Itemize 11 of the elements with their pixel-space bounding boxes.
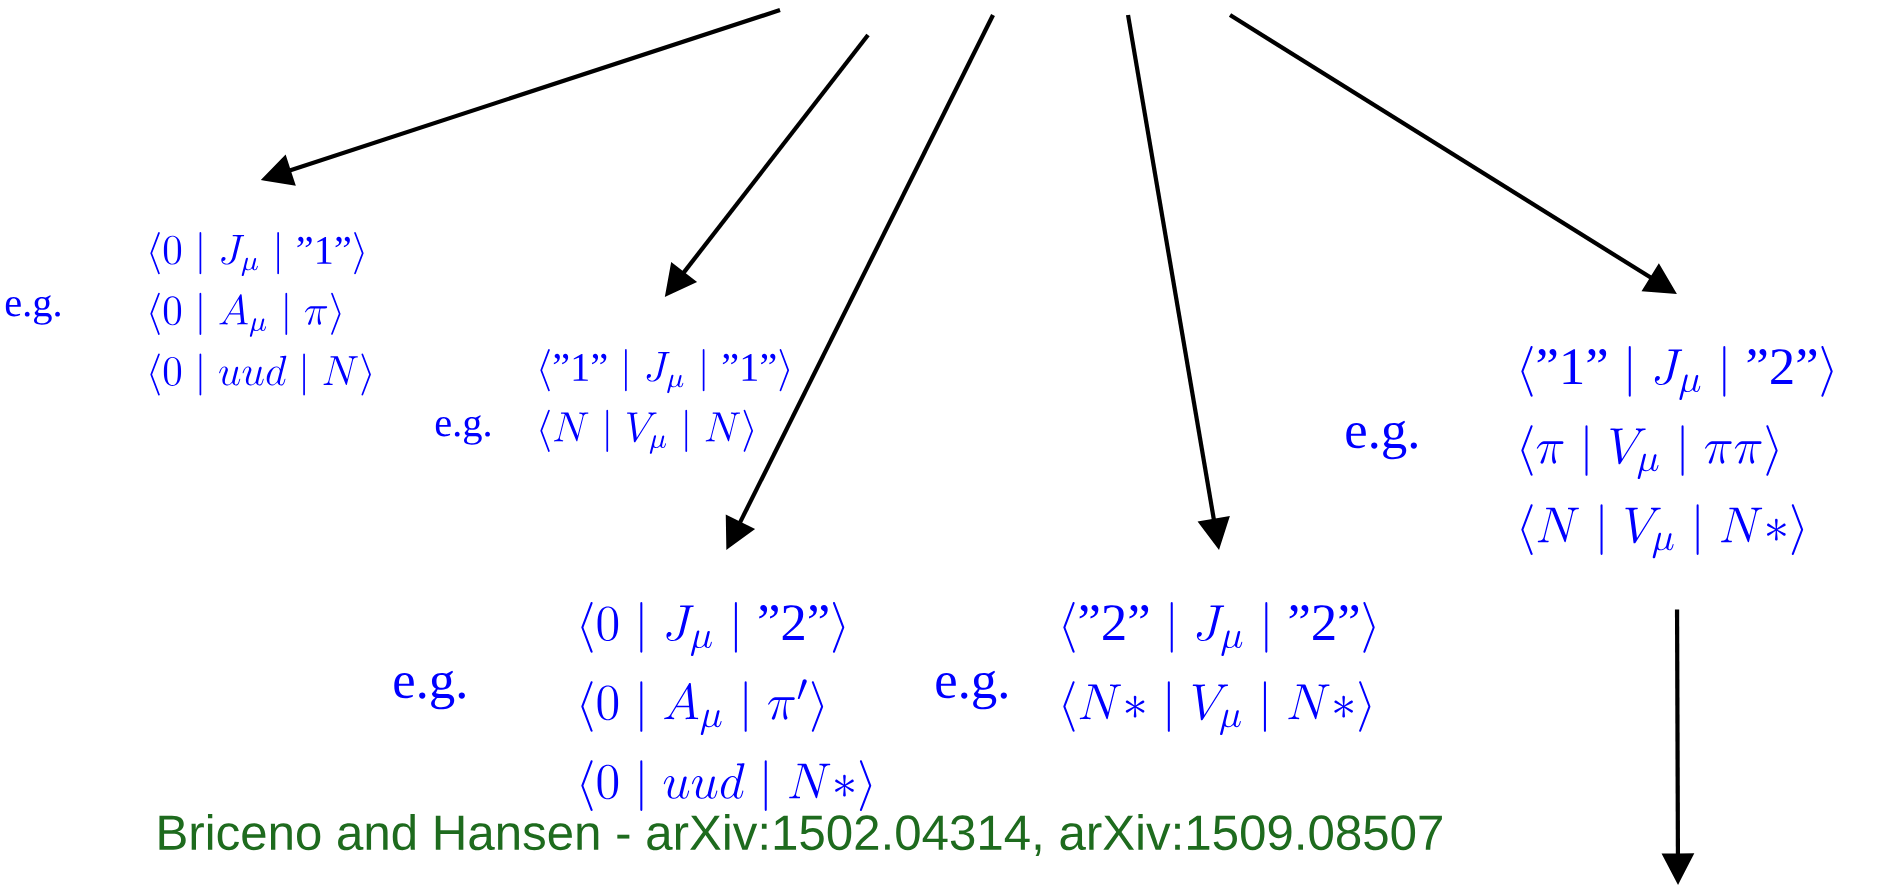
eg-label: e.g.: [1346, 420, 1417, 460]
formula-group: $\langle 0 \mid J_\mu \mid \mbox{”2”} \rangle$ $\langle 0 \mid A_\mu \mid \pi' \rangle$ $\langle 0 \mid uud \mid N* \rangle$: [581, 602, 872, 811]
eg-label: e.g.: [936, 670, 1007, 710]
formula-group: $\langle \mbox{”1”} \mid J_\mu \mid \mbox{”2”} \rangle$ $\langle \pi \mid V_\mu \mid \pi\pi \rangle$ $\langle N \mid V_\mu \mid N* \rangle$: [1521, 346, 1833, 559]
formula-group: $\langle \mbox{”1”} \mid J_\mu \mid \mbox{”1”} \rangle$ $\langle N \mid V_\mu \mid N \rangle$: [540, 349, 790, 454]
formula-group: $\langle 0 \mid J_\mu \mid \mbox{”1”} \rangle$ $\langle 0 \mid A_\mu \mid \pi \rangle$ $\langle 0 \mid uud \mid N \rangle$: [150, 232, 371, 396]
formula-group: $\langle \mbox{”2”} \mid J_\mu \mid \mbox{”2”} \rangle$ $\langle N* \mid V_\mu \mid N* \rangle$: [1063, 602, 1375, 736]
eg-label: e.g.: [435, 415, 490, 445]
eg-label: e.g.: [394, 670, 465, 710]
eg-label: e.g.: [5, 295, 60, 325]
citation: Briceno and Hansen - arXiv:1502.04314, arXiv:1509.08507: [159, 814, 1442, 856]
